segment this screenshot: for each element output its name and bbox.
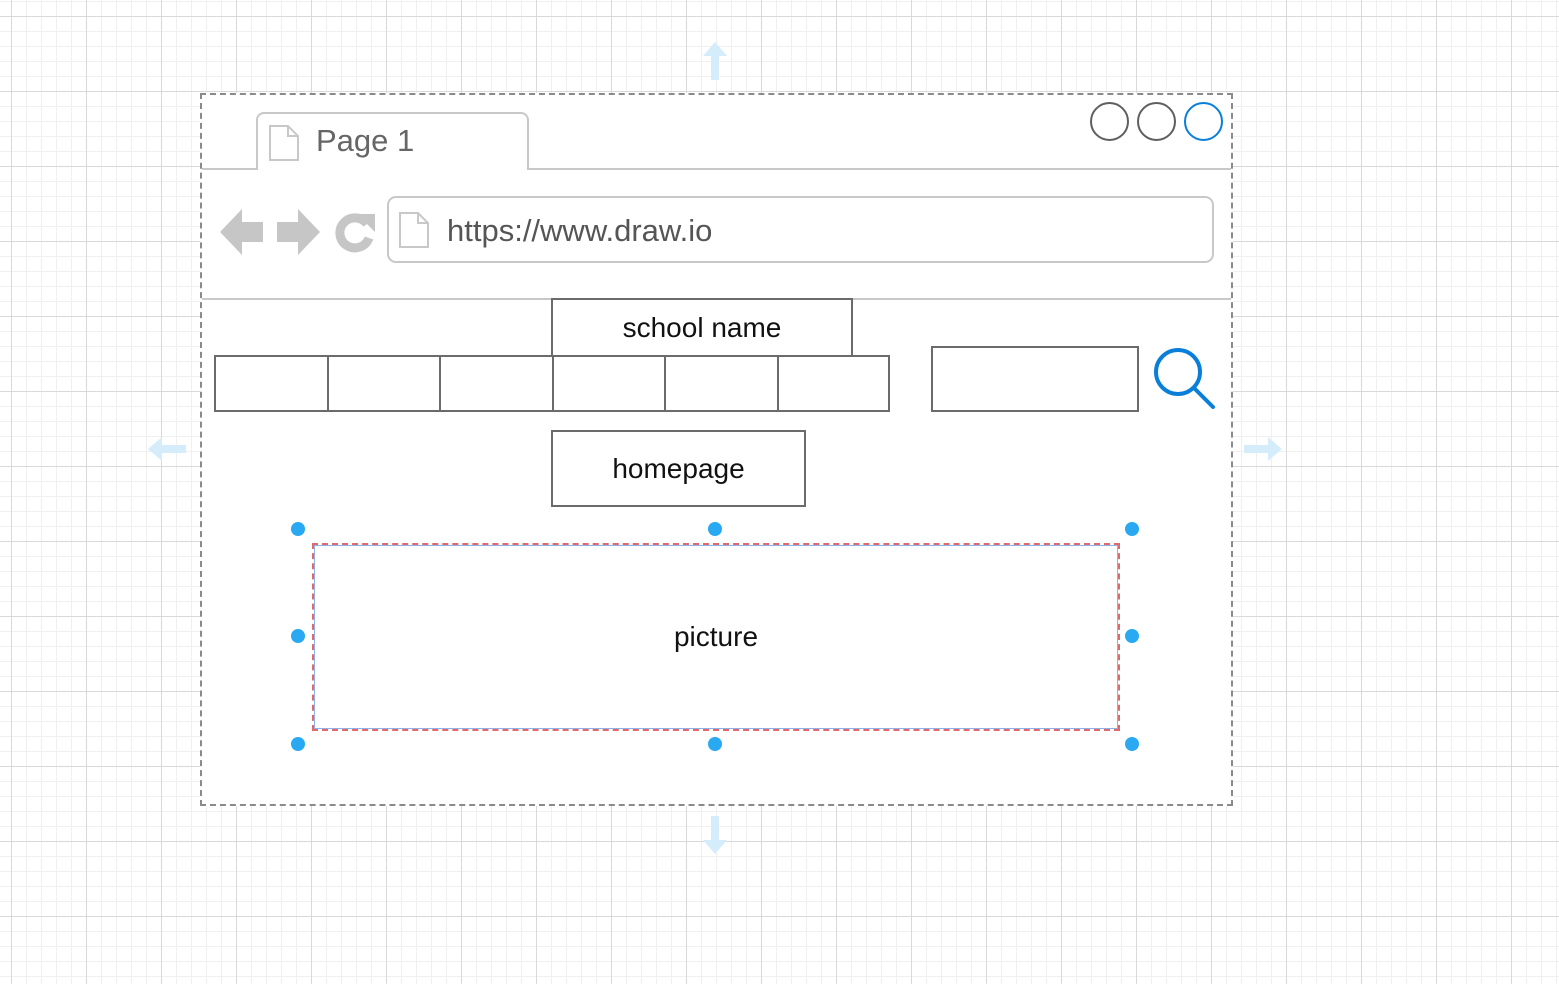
- resize-handle-top[interactable]: [708, 522, 722, 536]
- search-icon[interactable]: [1153, 347, 1217, 411]
- window-close-button[interactable]: [1184, 102, 1223, 141]
- move-up-hint-icon[interactable]: [703, 42, 727, 82]
- address-bar-url[interactable]: https://www.draw.io: [447, 213, 713, 248]
- browser-tab[interactable]: [256, 112, 529, 170]
- resize-handle-bottom-right[interactable]: [1125, 737, 1139, 751]
- tab-title: Page 1: [316, 123, 415, 158]
- tab-strip-divider: [528, 168, 1231, 170]
- tab-strip-divider: [202, 168, 257, 170]
- resize-handle-bottom-left[interactable]: [291, 737, 305, 751]
- picture-placeholder[interactable]: picture: [312, 543, 1120, 731]
- nav-cell[interactable]: [439, 355, 554, 412]
- nav-cell[interactable]: [777, 355, 890, 412]
- nav-cell[interactable]: [552, 355, 667, 412]
- resize-handle-top-left[interactable]: [291, 522, 305, 536]
- search-input[interactable]: [931, 346, 1139, 412]
- back-arrow-icon[interactable]: [220, 209, 264, 255]
- resize-handle-left[interactable]: [291, 629, 305, 643]
- forward-arrow-icon[interactable]: [276, 209, 320, 255]
- move-left-hint-icon[interactable]: [148, 437, 188, 461]
- resize-handle-top-right[interactable]: [1125, 522, 1139, 536]
- document-icon: [269, 125, 299, 161]
- resize-handle-bottom[interactable]: [708, 737, 722, 751]
- document-icon: [399, 212, 429, 248]
- nav-cell[interactable]: [327, 355, 442, 412]
- address-bar[interactable]: [387, 196, 1214, 263]
- nav-cell[interactable]: [664, 355, 779, 412]
- resize-handle-right[interactable]: [1125, 629, 1139, 643]
- move-down-hint-icon[interactable]: [703, 814, 727, 854]
- school-name-box[interactable]: school name: [551, 298, 853, 357]
- window-maximize-button[interactable]: [1137, 102, 1176, 141]
- window-minimize-button[interactable]: [1090, 102, 1129, 141]
- homepage-box[interactable]: homepage: [551, 430, 806, 507]
- move-right-hint-icon[interactable]: [1242, 437, 1282, 461]
- nav-cell[interactable]: [214, 355, 329, 412]
- reload-icon[interactable]: [333, 210, 377, 254]
